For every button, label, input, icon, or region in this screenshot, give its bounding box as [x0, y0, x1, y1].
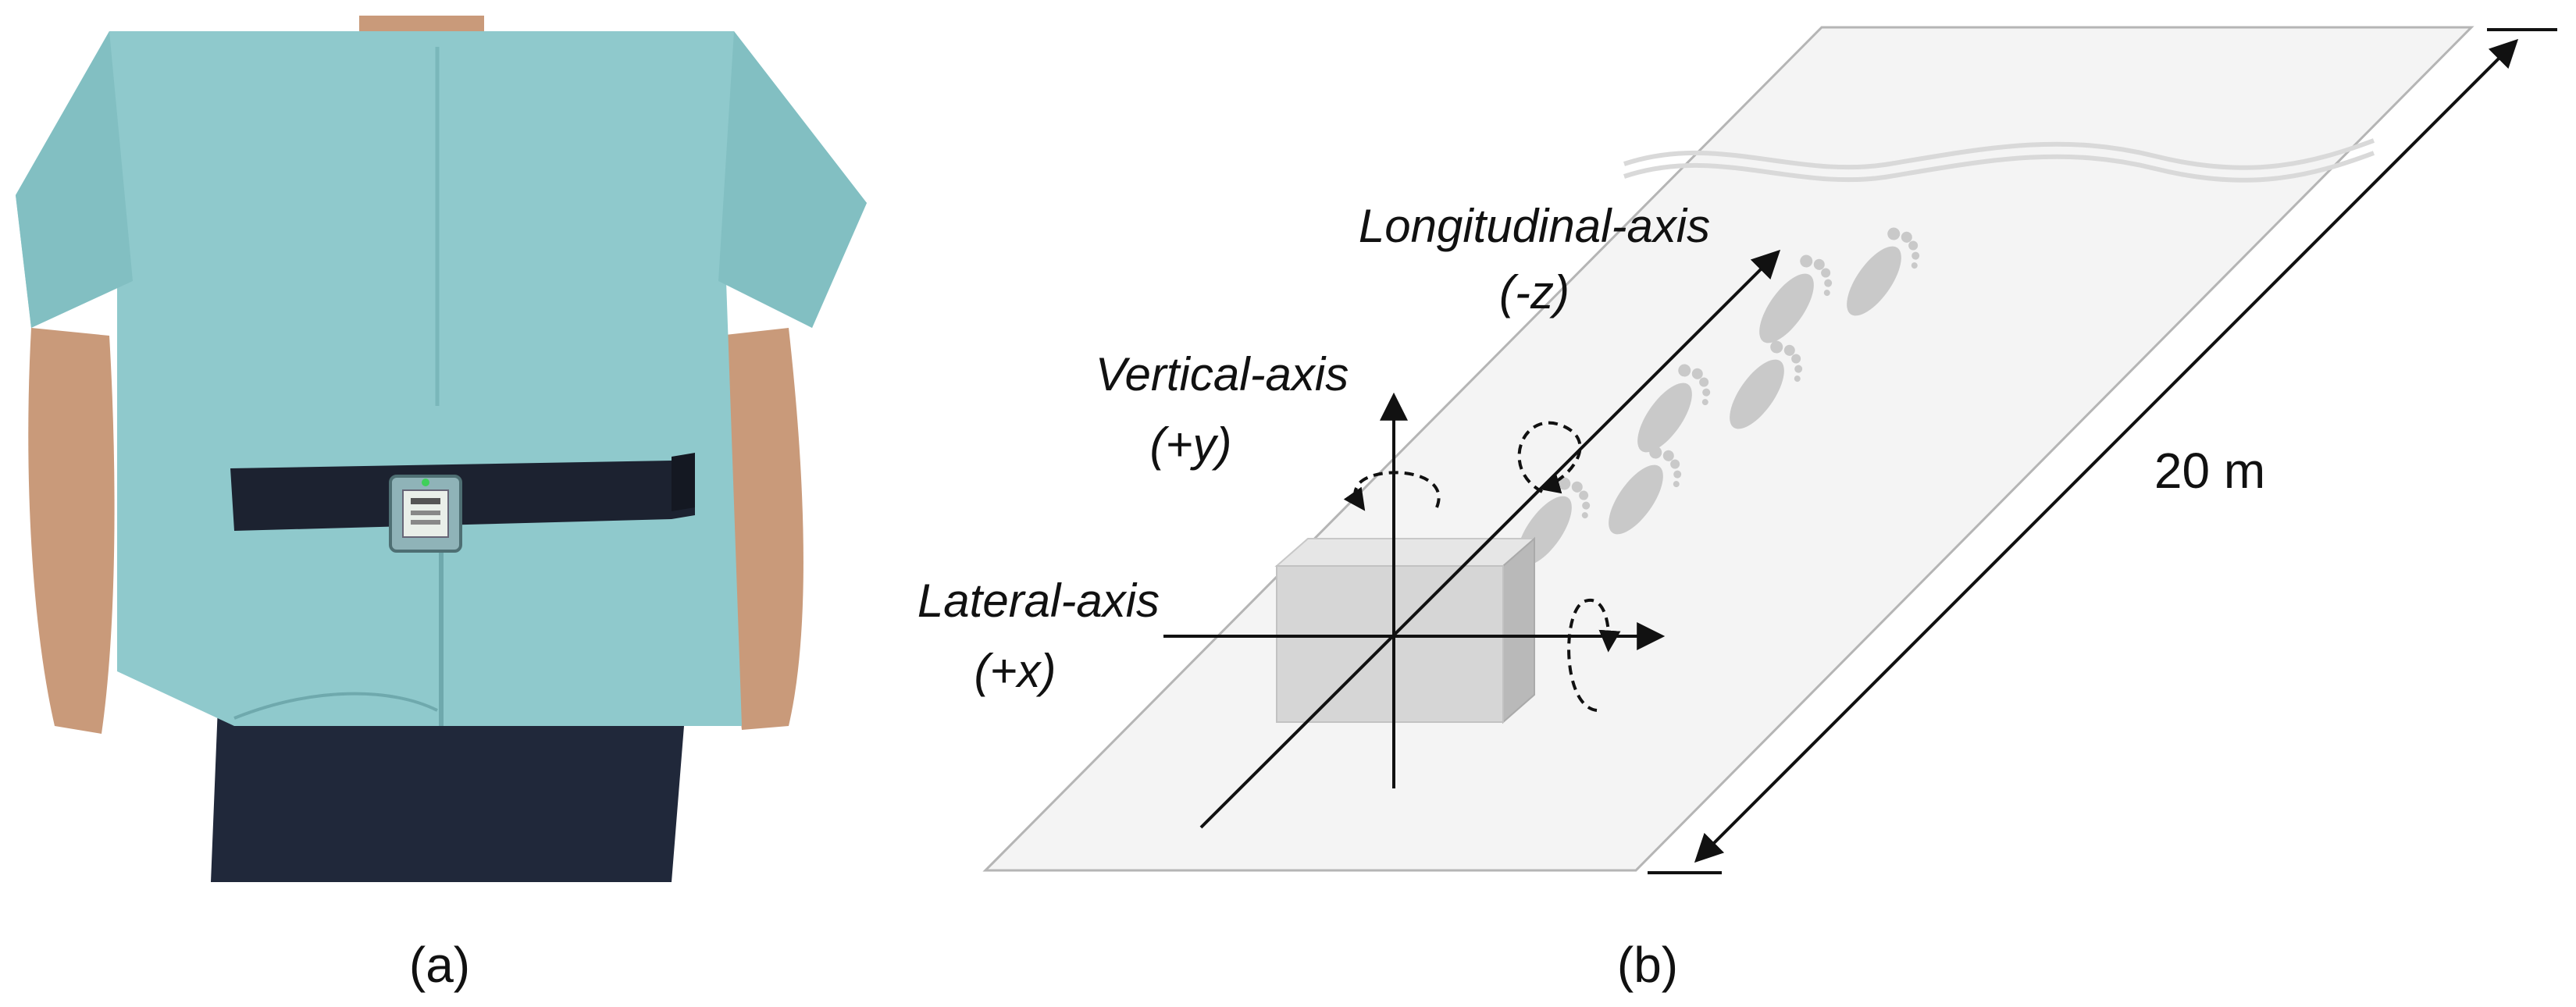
lateral-rotation-arrow — [1567, 598, 1621, 712]
trousers — [211, 687, 687, 882]
longitudinal-rotation-arrow — [1517, 421, 1582, 494]
lateral-axis-sign: (+x) — [974, 645, 1056, 697]
shirt-sleeve-left-shade — [16, 31, 133, 328]
panel-a-photo: (a) — [16, 16, 867, 993]
vertical-rotation-arrow — [1343, 471, 1441, 511]
belt — [230, 461, 695, 531]
vertical-axis-sign: (+y) — [1150, 418, 1232, 471]
length-dimension-arrow — [1694, 38, 2519, 863]
panel-b-caption: (b) — [1617, 937, 1678, 993]
longitudinal-axis-label: Longitudinal-axis — [1359, 200, 1710, 252]
lateral-axis-label: Lateral-axis — [917, 575, 1160, 627]
sensor-device — [389, 475, 462, 553]
panel-b-diagram: Vertical-axis (+y) Lateral-axis (+x) Lon… — [917, 26, 2557, 993]
vertical-axis-label: Vertical-axis — [1096, 348, 1349, 400]
shirt — [16, 31, 867, 726]
shirt-lower-fold — [233, 692, 438, 720]
left-arm — [28, 328, 115, 734]
length-label: 20 m — [2154, 443, 2265, 499]
belt-strap-end — [672, 453, 695, 511]
panel-a-caption: (a) — [409, 937, 470, 993]
shirt-sleeve-right-shade — [718, 31, 867, 328]
right-arm — [718, 328, 803, 730]
sensor-box — [1274, 536, 1537, 724]
longitudinal-axis-sign: (-z) — [1499, 266, 1569, 318]
longitudinal-axis-line — [1199, 249, 1781, 829]
